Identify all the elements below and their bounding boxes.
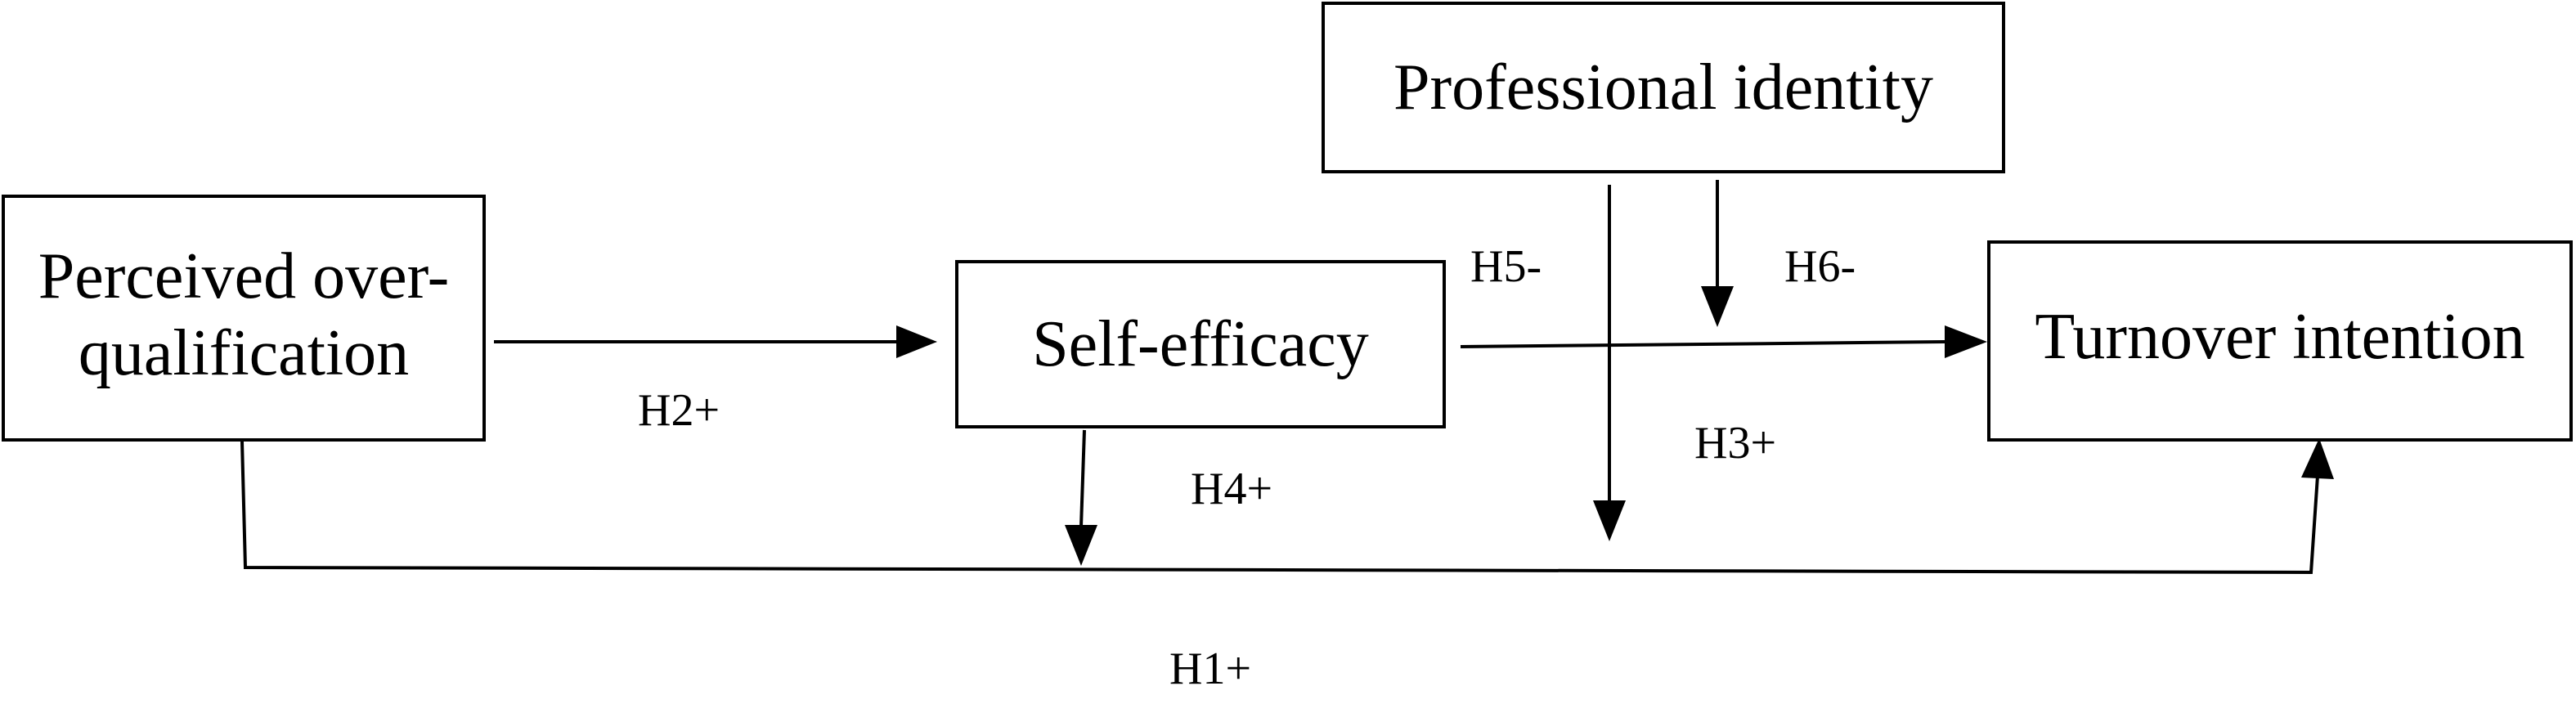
node-label: Turnover intention: [2035, 300, 2525, 373]
arrow-h1-line: [240, 441, 2319, 575]
hypothesis-label-h1: H1+: [1169, 643, 1252, 694]
node-turnover-intention: Turnover intention: [1987, 240, 2573, 442]
node-professional-identity: Professional identity: [1322, 2, 2005, 173]
node-label: Professional identity: [1393, 51, 1933, 123]
arrow-h3-head: [1945, 325, 1987, 358]
hypothesis-label-h5: H5-: [1470, 241, 1542, 292]
hypothesis-label-h4: H4+: [1191, 464, 1273, 514]
node-perceived-overqualification: Perceived over- qualification: [2, 195, 486, 442]
node-label: Perceived over- qualification: [38, 240, 450, 389]
arrow-h1-head: [2301, 438, 2334, 479]
hypothesis-label-h2: H2+: [638, 385, 720, 436]
arrow-h5-head: [1593, 500, 1626, 541]
arrow-h4-line: [1079, 429, 1086, 527]
arrow-h6-head: [1701, 286, 1734, 327]
hypothesis-label-h3: H3+: [1694, 418, 1777, 469]
hypothesis-label-h6: H6-: [1784, 241, 1856, 292]
arrow-h2-head: [896, 325, 937, 358]
arrow-h4-head: [1065, 525, 1097, 566]
node-label: Self-efficacy: [1032, 307, 1369, 380]
node-self-efficacy: Self-efficacy: [955, 260, 1446, 428]
arrow-h3-line: [1460, 340, 1945, 348]
